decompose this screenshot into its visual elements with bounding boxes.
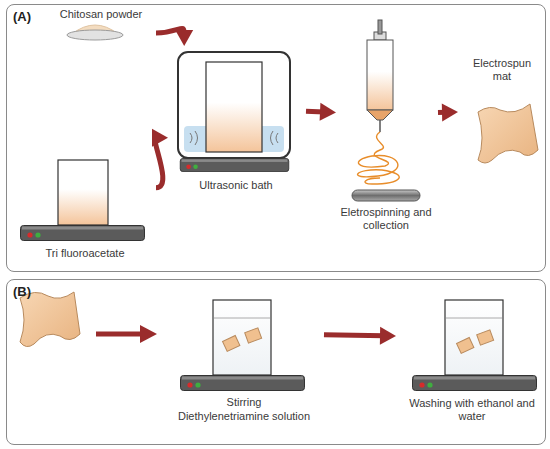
- panel: (B)StirringDiethylenetriamine solutionWa…: [6, 279, 546, 445]
- process-arrow: [155, 138, 163, 188]
- panel-label: (B): [13, 285, 53, 298]
- step-label: Eletrospinning and collection: [339, 206, 433, 232]
- step-label: Stirring: [169, 396, 319, 409]
- product-item: Electrospun mat: [461, 51, 543, 173]
- arrow-head: [320, 103, 336, 121]
- arrow-head: [442, 103, 458, 121]
- process-arrow: [96, 325, 157, 343]
- process-step: Ultrasonic bath: [171, 49, 303, 197]
- arrow-head: [152, 129, 168, 147]
- mat-illustration: [478, 104, 538, 163]
- beaker-on-hotplate: [21, 160, 145, 241]
- stirring-beaker: [181, 300, 305, 391]
- material-item: Tri fluoroacetate: [19, 156, 153, 262]
- arrow-head: [380, 327, 396, 345]
- step-label: Washing with ethanol and water: [399, 397, 545, 423]
- step-label: Electrospun mat: [468, 57, 536, 83]
- process-step: Eletrospinning and collection: [339, 17, 435, 234]
- process-step: Washing with ethanol and water: [399, 297, 547, 427]
- electrospinning-syringe: [352, 20, 420, 201]
- step-label: Ultrasonic bath: [171, 179, 301, 192]
- ultrasonic-bath: [178, 52, 290, 172]
- mat-illustration: [20, 292, 80, 347]
- panel-label: (A): [13, 10, 53, 23]
- powder-dish: [67, 25, 123, 40]
- step-label: Chitosan powder: [51, 8, 151, 21]
- step-label: Diethylenetriamine solution: [169, 410, 319, 423]
- arrow-head: [175, 30, 193, 46]
- process-step: StirringDiethylenetriamine solution: [169, 297, 321, 437]
- washing-beaker: [413, 300, 537, 391]
- material-item: Chitosan powder: [51, 7, 153, 43]
- panel: (A)Chitosan powderTri fluoroacetate Ultra…: [6, 4, 546, 272]
- step-label: Tri fluoroacetate: [19, 247, 151, 260]
- process-arrow: [324, 335, 384, 336]
